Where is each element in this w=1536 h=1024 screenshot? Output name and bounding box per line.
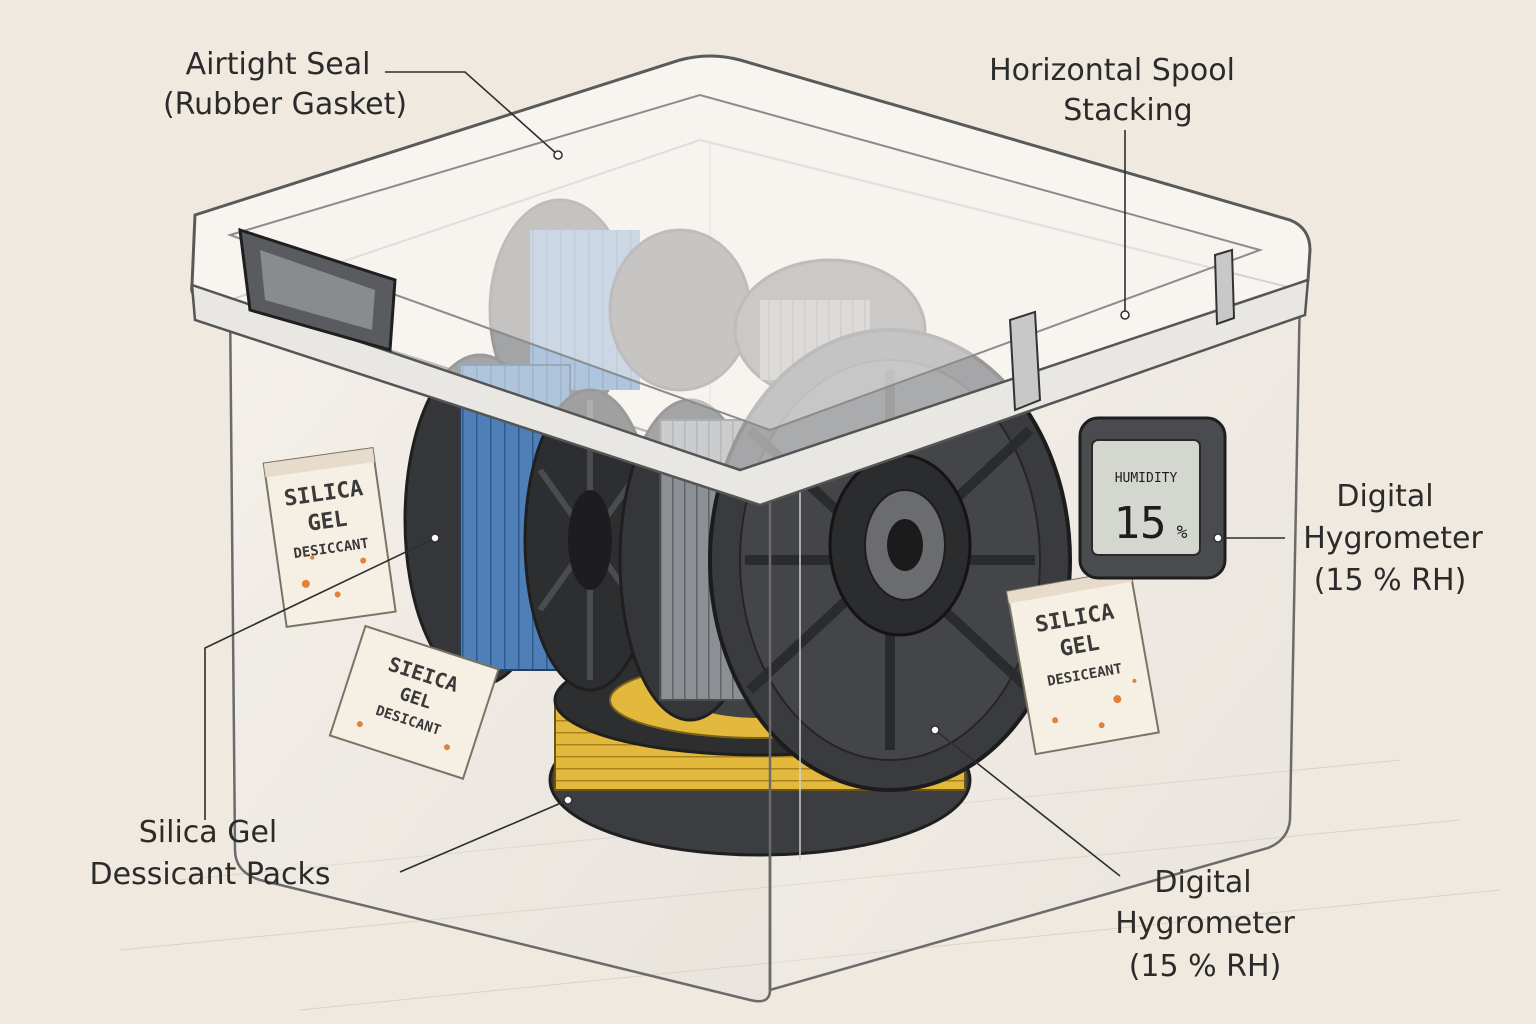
- silica-packet-left-lower: SIEICA GEL DESICANT: [328, 624, 500, 780]
- callout-line: Silica Gel: [139, 815, 278, 850]
- hygrometer-unit: %: [1177, 522, 1188, 543]
- callout-airtight-seal: Airtight Seal (Rubber Gasket): [163, 47, 407, 122]
- callout-line: (15 % RH): [1314, 563, 1467, 598]
- callout-horizontal-spool: Horizontal Spool Stacking: [989, 53, 1235, 128]
- silica-packet-left-upper: SILICA GEL DESICCANT: [262, 447, 397, 629]
- callout-silica-gel: Silica Gel Dessicant Packs: [90, 815, 331, 892]
- hygrometer: HUMIDITY 15 %: [1078, 416, 1227, 580]
- callout-line: Stacking: [1063, 93, 1192, 128]
- callout-hygrometer-bottom: Digital Hygrometer (15 % RH): [1115, 865, 1295, 984]
- callout-line: Digital: [1336, 479, 1433, 514]
- callout-line: Digital: [1154, 865, 1251, 900]
- callout-line: Hygrometer: [1303, 521, 1483, 556]
- callout-line: (Rubber Gasket): [163, 87, 407, 122]
- hygrometer-label: HUMIDITY: [1115, 471, 1178, 486]
- packet-text-line2: GEL: [306, 507, 349, 537]
- callout-line: (15 % RH): [1129, 949, 1282, 984]
- callout-hygrometer-right: Digital Hygrometer (15 % RH): [1303, 479, 1483, 598]
- callout-line: Dessicant Packs: [90, 857, 331, 892]
- box-lid: [190, 54, 1312, 507]
- lid-clip-right: [1008, 310, 1042, 412]
- callout-line: Horizontal Spool: [989, 53, 1235, 88]
- callout-line: Hygrometer: [1115, 906, 1295, 941]
- callout-line: Airtight Seal: [186, 47, 371, 82]
- hygrometer-value: 15: [1114, 498, 1167, 549]
- callout-leaders: [204, 71, 1285, 877]
